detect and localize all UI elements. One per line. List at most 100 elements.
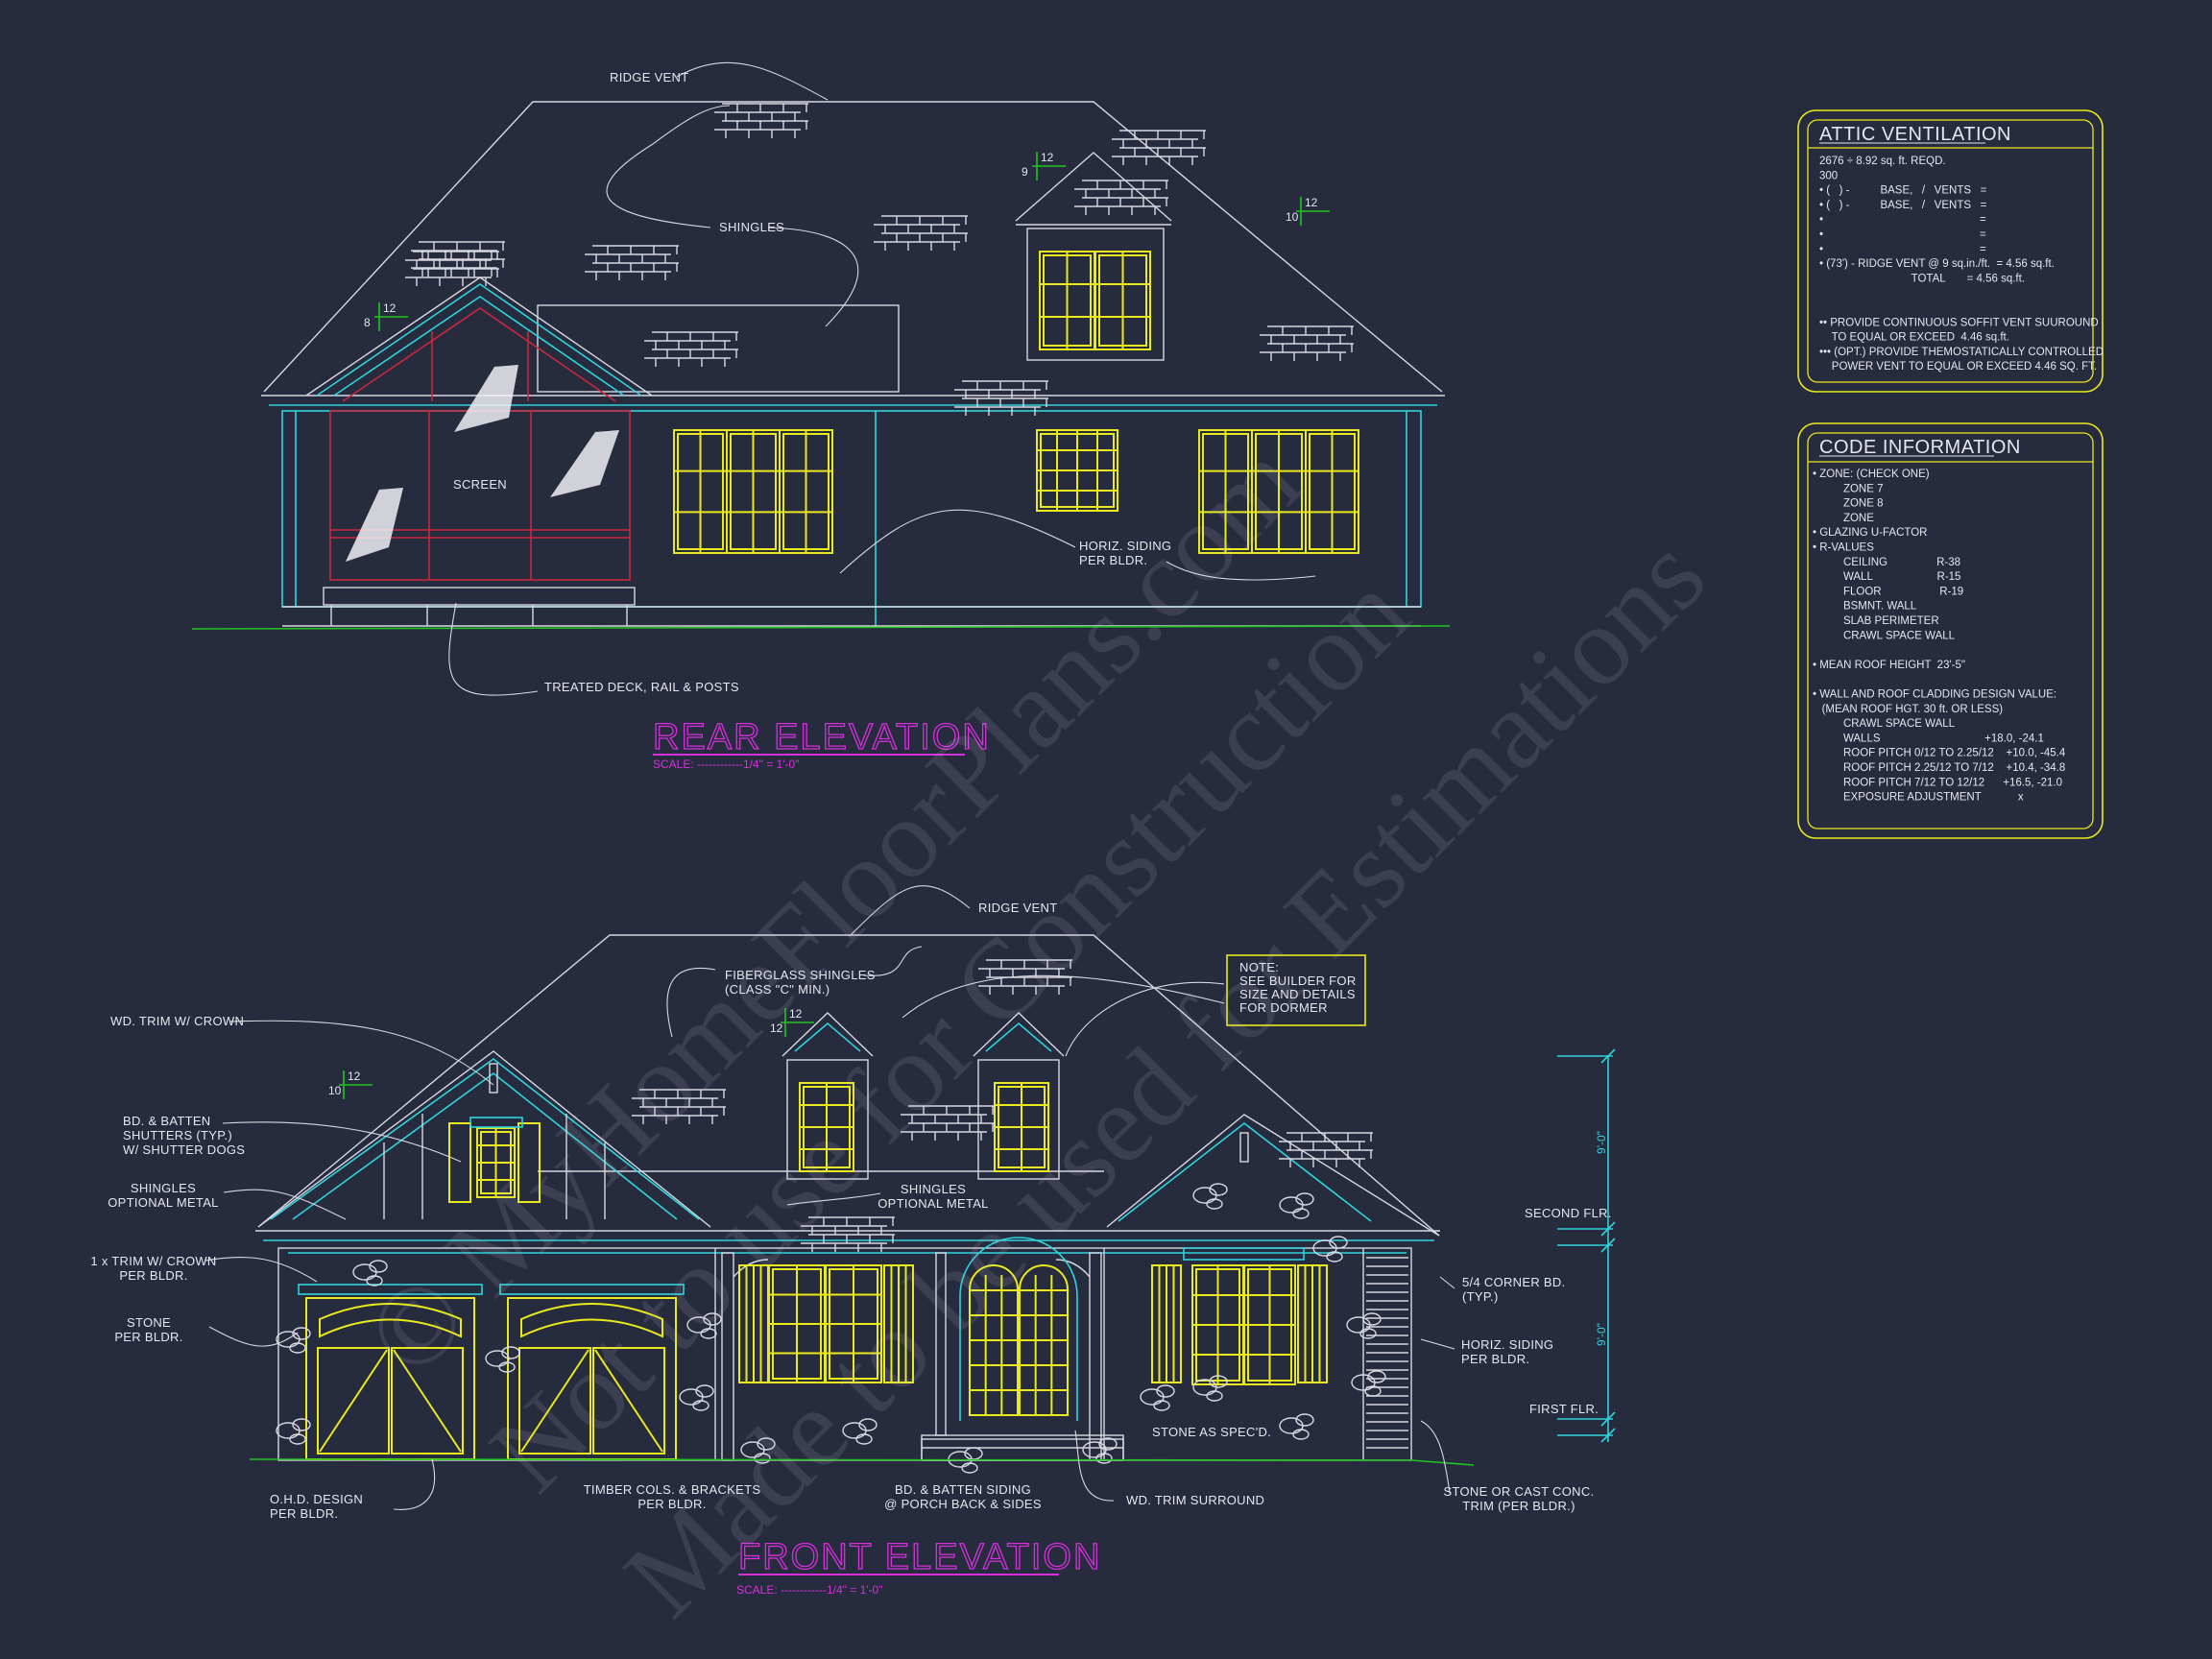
label-corner-bd: 5/4 CORNER BD.(TYP.) [1462, 1275, 1566, 1304]
table-line: CEILING R-38 [1813, 557, 1960, 568]
roof-pitch-symbol: 12 10 [1286, 196, 1330, 226]
watermark-text: Made to be used for Estimations [601, 513, 1729, 1641]
horizontal-siding [1366, 1257, 1408, 1449]
table-line: ROOF PITCH 7/12 TO 12/12 +16.5, -21.0 [1813, 777, 2062, 788]
front-ground-line [249, 1458, 1475, 1466]
roof-pitch-symbol: 12 9 [1022, 151, 1066, 180]
label-wd-trim-surround: WD. TRIM SURROUND [1126, 1493, 1264, 1507]
roof-pitch-symbol: 12 8 [364, 301, 408, 331]
svg-text:9: 9 [1022, 165, 1028, 179]
shutter [448, 1122, 471, 1203]
shingle-brick-icon [644, 331, 738, 367]
svg-text:10: 10 [328, 1084, 342, 1097]
garage-door [499, 1284, 685, 1460]
front-door-leaf [969, 1264, 1019, 1416]
rear-ground-line [191, 625, 1451, 630]
rear-elevation-scale: SCALE: ------------1/4" = 1'-0" [653, 757, 799, 771]
shingle-brick-icon [874, 215, 968, 251]
svg-text:12: 12 [1305, 196, 1318, 209]
table-line: • ( ) - BASE, / VENTS = [1819, 200, 1987, 211]
attic-ventilation-title: ATTIC VENTILATION [1819, 124, 2011, 145]
dimension-text: 9'-0" [1595, 1323, 1608, 1346]
label-treated-deck: TREATED DECK, RAIL & POSTS [544, 680, 739, 694]
shingle-brick-icon [1260, 325, 1354, 361]
stone-symbol [276, 1327, 311, 1354]
note-line: SIZE AND DETAILS [1239, 987, 1356, 1001]
table-line: ••• (OPT.) PROVIDE THEMOSTATICALLY CONTR… [1819, 347, 2104, 358]
table-line: •• PROVIDE CONTINUOUS SOFFIT VENT SUUROU… [1819, 317, 2099, 328]
shingle-brick-icon [411, 241, 505, 276]
front-window [1191, 1264, 1244, 1385]
front-windows-doors [298, 1082, 1328, 1460]
rear-window [779, 429, 833, 554]
table-line: SLAB PERIMETER [1813, 615, 1939, 627]
shingle-brick-icon [1074, 180, 1168, 215]
rear-elevation-title: REAR ELEVATION [653, 717, 991, 757]
stone-symbol [352, 1260, 388, 1286]
rear-elevation [191, 61, 1451, 696]
label-stone-spec: STONE AS SPEC'D. [1152, 1425, 1271, 1439]
shutter [517, 1122, 541, 1203]
note-line: FOR DORMER [1239, 1000, 1328, 1015]
stone-symbol [276, 1418, 311, 1445]
svg-text:12: 12 [383, 301, 397, 315]
table-line: POWER VENT TO EQUAL OR EXCEED 4.46 SQ. F… [1819, 361, 2097, 373]
rear-elevation-title-block: REAR ELEVATION SCALE: ------------1/4" =… [652, 716, 991, 771]
svg-text:8: 8 [364, 316, 371, 329]
front-door-leaf [1019, 1264, 1069, 1416]
table-line: FLOOR R-19 [1813, 586, 1963, 597]
attic-ventilation-box: ATTIC VENTILATION 2676 ÷ 8.92 sq. ft. RE… [1797, 109, 2104, 393]
stone-symbol [1279, 1413, 1314, 1440]
table-line: • ( ) - BASE, / VENTS = [1819, 185, 1987, 197]
svg-text:12: 12 [1041, 151, 1054, 164]
table-line: BSMNT. WALL [1813, 601, 1917, 613]
shingle-brick-icon [801, 1216, 895, 1252]
front-window [1243, 1264, 1296, 1385]
svg-text:12: 12 [789, 1007, 803, 1021]
table-line: WALLS +18.0, -24.1 [1813, 733, 2044, 744]
stone-symbol [842, 1418, 878, 1445]
table-line: • = [1819, 214, 1986, 226]
code-information-box: CODE INFORMATION • ZONE: (CHECK ONE) ZON… [1797, 422, 2104, 839]
dimension-line: 9'-0" 9'-0" [1557, 1048, 1616, 1443]
svg-text:10: 10 [1286, 210, 1299, 224]
label-fiberglass-shingles: FIBERGLASS SHINGLES(CLASS "C" MIN.) [725, 968, 876, 997]
dormer-window [799, 1082, 854, 1172]
table-line: (MEAN ROOF HGT. 30 ft. OR LESS) [1813, 704, 2003, 715]
rear-window [673, 429, 728, 554]
shingle-brick-icon [632, 1089, 726, 1124]
stone-symbol [1351, 1370, 1386, 1397]
table-line: ZONE [1813, 513, 1874, 524]
table-line: • MEAN ROOF HEIGHT 23'-5" [1813, 660, 1965, 671]
rear-window [1251, 429, 1307, 554]
table-line: CRAWL SPACE WALL [1813, 718, 1956, 730]
dormer-window [994, 1082, 1049, 1172]
gable-window [476, 1127, 516, 1198]
rear-window [1198, 429, 1253, 554]
stone-symbol [1346, 1312, 1382, 1339]
dimension-text: 9'-0" [1595, 1131, 1608, 1154]
shutter [738, 1264, 769, 1383]
stone-symbol [1192, 1183, 1228, 1210]
shingle-brick-icon [978, 959, 1072, 995]
shingle-brick-icon [585, 245, 679, 280]
table-line: ZONE 8 [1813, 498, 1884, 510]
garage-gable [257, 1050, 711, 1228]
svg-text:12: 12 [348, 1070, 361, 1083]
stone-symbol [485, 1346, 520, 1373]
shingle-brick-icon [954, 380, 1048, 416]
table-line: TO EQUAL OR EXCEED 4.46 sq.ft. [1819, 332, 2009, 344]
shingle-brick-icon [405, 251, 499, 286]
table-line: • = [1819, 244, 1986, 255]
rear-window [1305, 429, 1359, 554]
